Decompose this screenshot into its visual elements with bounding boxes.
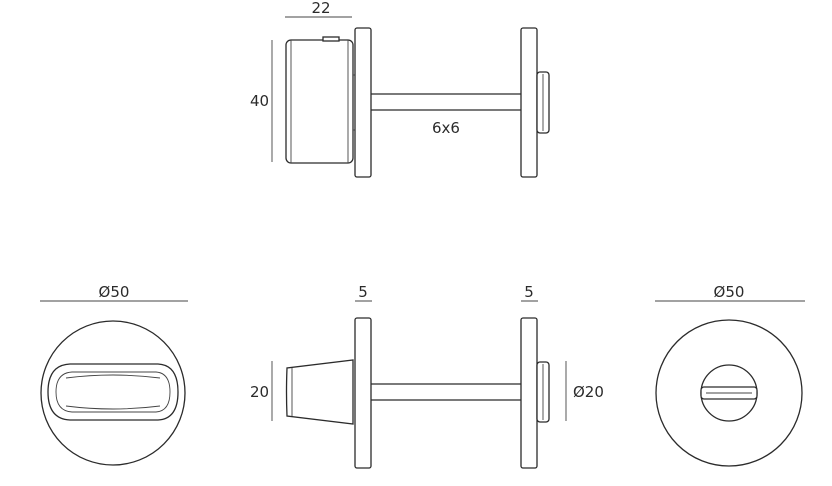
front-view-thumb-turn: Ø50 [40,283,188,466]
dim-label-top-height: 40 [250,92,269,110]
rose-plate-left-bottom [354,317,372,469]
thumb-turn-body [285,39,354,164]
dim-label-top-width: 22 [311,0,330,17]
rose-plate-right-bottom [520,317,538,469]
dim-label-indicator-diameter: Ø20 [573,383,604,401]
rose-plate-left [354,27,372,178]
front-view-indicator: Ø50 [655,283,805,467]
dim-label-spindle: 6x6 [432,119,460,137]
thumb-turn-highlight [65,374,161,379]
dim-label-knob-height: 20 [250,383,269,401]
tapered-knob [285,359,354,425]
top-side-view: 22 40 6x6 [250,0,550,178]
rose-plate-right [520,27,538,178]
dim-label-left-diameter: Ø50 [99,283,130,301]
thumb-turn-highlight [65,405,161,410]
dim-label-rose-left: 5 [358,283,368,301]
dim-label-right-diameter: Ø50 [714,283,745,301]
knob-screw [322,36,340,42]
thumb-turn-inner [55,371,171,413]
thumb-turn-handle [47,363,179,421]
bottom-side-view: 5 5 20 Ø20 [250,283,604,469]
dim-label-rose-right: 5 [524,283,534,301]
